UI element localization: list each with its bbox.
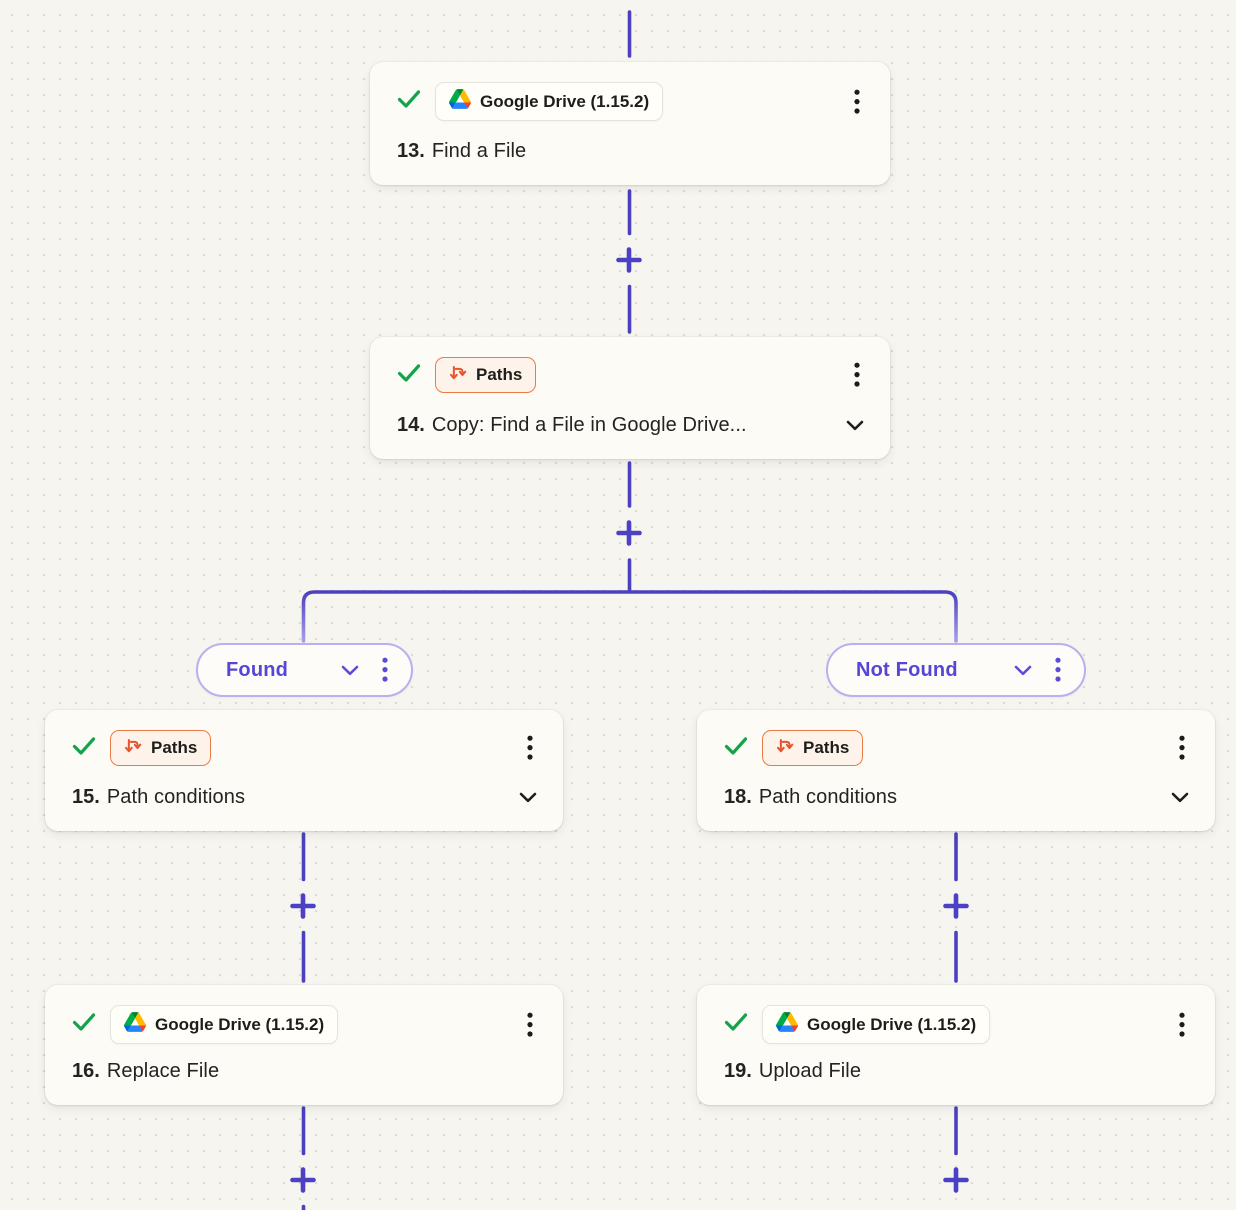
app-badge-paths[interactable]: Paths (110, 730, 212, 767)
step-title: Upload File (758, 1060, 862, 1082)
add-step-button[interactable] (942, 892, 970, 920)
app-badge-label: Paths (151, 738, 198, 757)
step-number: 13. (397, 140, 425, 162)
kebab-menu-icon[interactable] (1175, 1010, 1189, 1040)
step-title: Copy: Find a File in Google Drive... (431, 414, 747, 436)
app-badge-label: Google Drive (1.15.2) (807, 1014, 977, 1034)
chevron-down-icon[interactable] (1171, 792, 1189, 803)
add-step-button[interactable] (289, 892, 317, 920)
step-number: 15. (72, 786, 100, 808)
success-check-icon (724, 1012, 748, 1037)
app-badge-label: Paths (476, 365, 523, 384)
paths-split-icon (124, 737, 142, 759)
success-check-icon (397, 89, 421, 114)
kebab-menu-icon[interactable] (850, 360, 864, 390)
add-step-button[interactable] (289, 1166, 317, 1194)
branch-label-text: Found (226, 658, 289, 681)
google-drive-icon (776, 1012, 798, 1037)
chevron-down-icon[interactable] (341, 665, 359, 676)
branch-connector (301, 590, 958, 643)
app-badge-paths[interactable]: Paths (435, 357, 537, 394)
step-card-14[interactable]: Paths 14. Copy: Find a File in Google Dr… (370, 337, 890, 459)
step-title: Find a File (431, 140, 527, 162)
branch-label-not-found[interactable]: Not Found (826, 643, 1086, 697)
add-step-button[interactable] (942, 1166, 970, 1194)
step-card-16[interactable]: Google Drive (1.15.2) 16. Replace File (45, 985, 563, 1105)
app-badge-google-drive[interactable]: Google Drive (1.15.2) (110, 1005, 339, 1045)
step-card-15[interactable]: Paths 15. Path conditions (45, 710, 563, 831)
app-badge-label: Google Drive (1.15.2) (155, 1014, 325, 1034)
kebab-menu-icon[interactable] (523, 733, 537, 763)
kebab-menu-icon[interactable] (1175, 733, 1189, 763)
app-badge-paths[interactable]: Paths (762, 730, 864, 767)
step-title: Replace File (106, 1060, 220, 1082)
kebab-menu-icon[interactable] (1051, 655, 1065, 685)
step-number: 19. (724, 1060, 752, 1082)
paths-split-icon (776, 737, 794, 759)
google-drive-icon (449, 89, 471, 114)
chevron-down-icon[interactable] (1014, 665, 1032, 676)
app-badge-label: Google Drive (1.15.2) (480, 91, 650, 111)
branch-label-text: Not Found (856, 658, 958, 681)
step-number: 14. (397, 414, 425, 436)
chevron-down-icon[interactable] (846, 420, 864, 431)
success-check-icon (397, 363, 421, 388)
success-check-icon (72, 736, 96, 761)
app-badge-google-drive[interactable]: Google Drive (1.15.2) (762, 1005, 991, 1045)
kebab-menu-icon[interactable] (523, 1010, 537, 1040)
add-step-button[interactable] (615, 246, 643, 274)
step-card-19[interactable]: Google Drive (1.15.2) 19. Upload File (697, 985, 1215, 1105)
step-title: Path conditions (758, 786, 898, 808)
step-title: Path conditions (106, 786, 246, 808)
kebab-menu-icon[interactable] (850, 87, 864, 117)
kebab-menu-icon[interactable] (378, 655, 392, 685)
step-card-13[interactable]: Google Drive (1.15.2) 13. Find a File (370, 62, 890, 185)
paths-split-icon (449, 364, 467, 386)
success-check-icon (72, 1012, 96, 1037)
success-check-icon (724, 736, 748, 761)
step-number: 18. (724, 786, 752, 808)
google-drive-icon (124, 1012, 146, 1037)
step-number: 16. (72, 1060, 100, 1082)
app-badge-google-drive[interactable]: Google Drive (1.15.2) (435, 82, 664, 122)
step-card-18[interactable]: Paths 18. Path conditions (697, 710, 1215, 831)
chevron-down-icon[interactable] (519, 792, 537, 803)
branch-label-found[interactable]: Found (196, 643, 413, 697)
app-badge-label: Paths (803, 738, 850, 757)
add-step-button[interactable] (615, 519, 643, 547)
